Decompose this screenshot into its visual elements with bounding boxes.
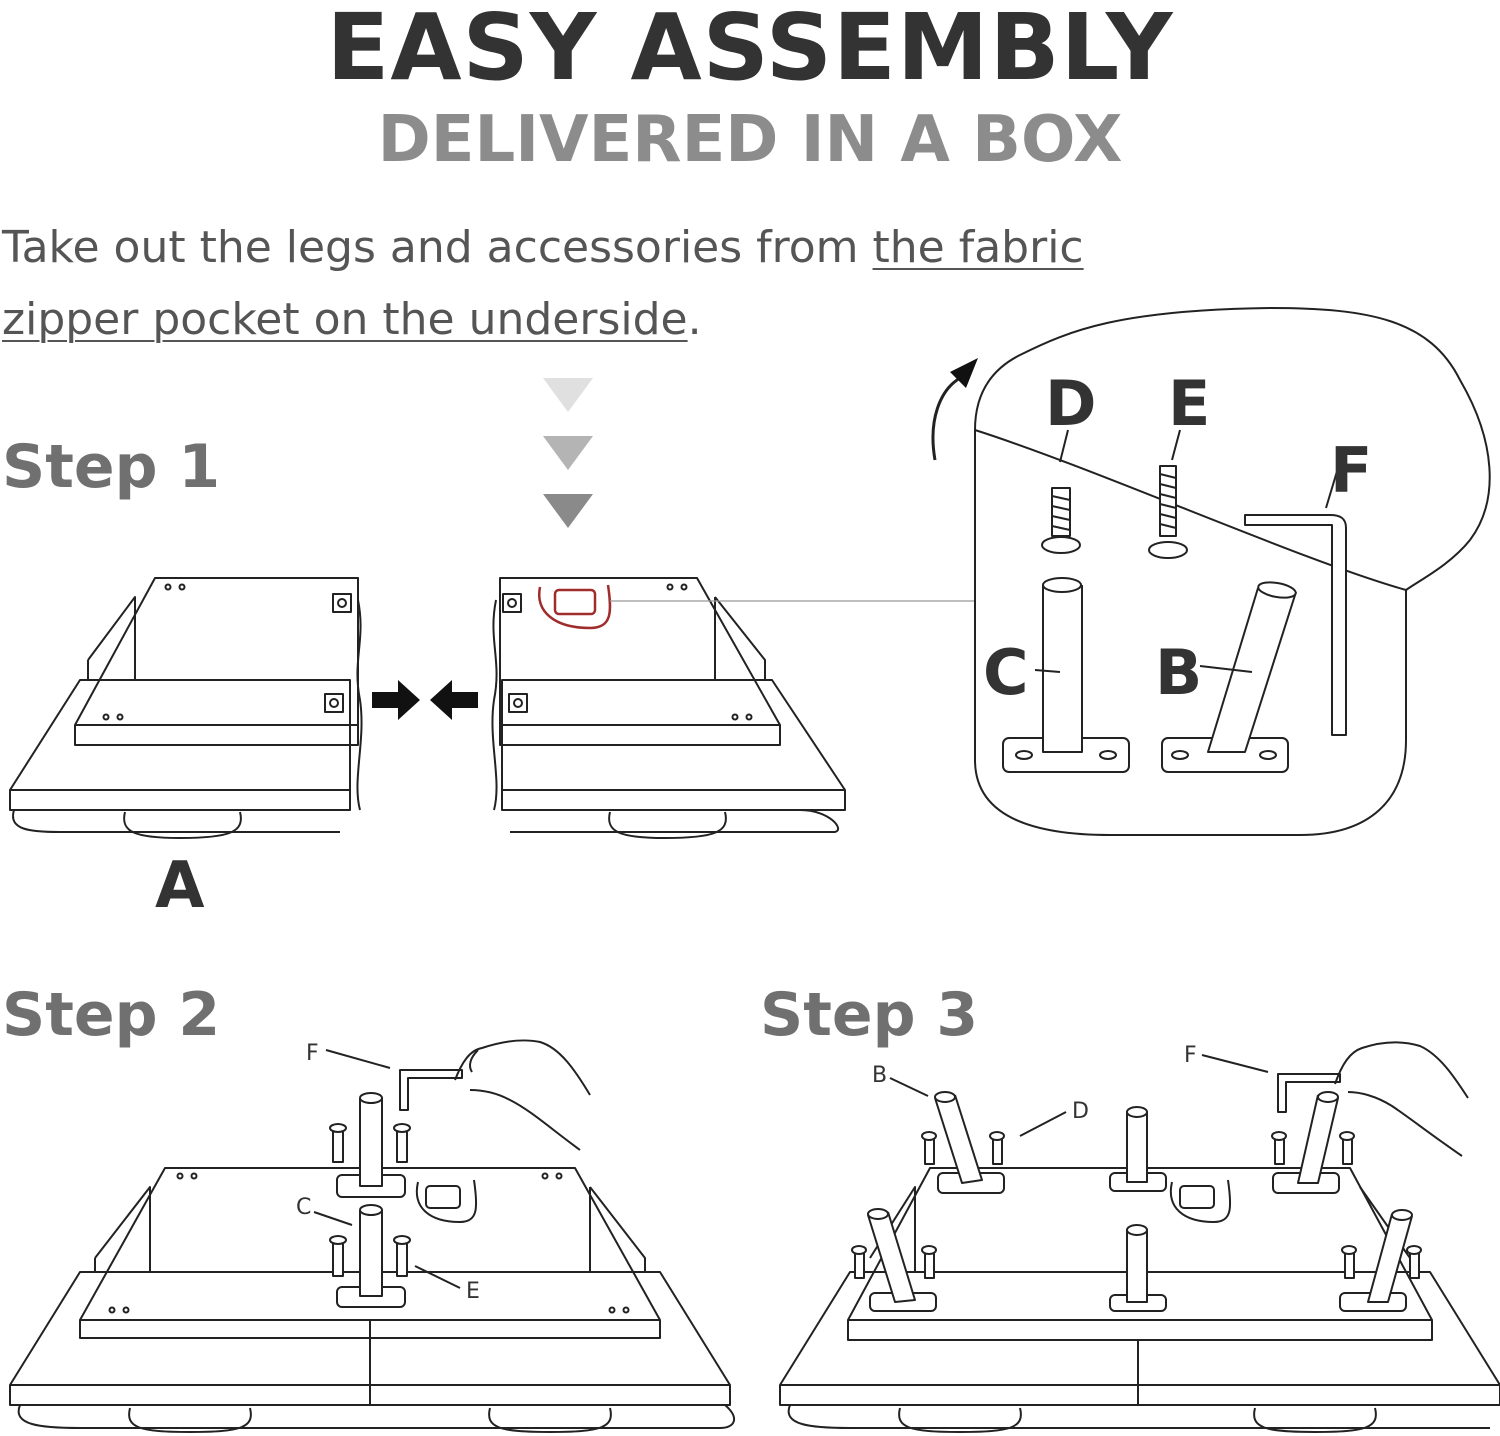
step3-d-label: D: [1072, 1099, 1089, 1124]
step3-f-label: F: [1184, 1043, 1197, 1068]
step2-f-label: F: [306, 1041, 319, 1066]
screw-e-icon: [1148, 429, 1188, 559]
leg-c-icon: [1002, 577, 1130, 773]
step-3-drawing: [779, 1041, 1500, 1433]
step2-e-label: E: [466, 1279, 480, 1304]
push-together-arrows-icon: [372, 680, 478, 720]
down-arrows-icon: [543, 378, 593, 528]
step3-b-label: B: [872, 1063, 887, 1088]
part-a-label: A: [155, 849, 205, 923]
part-c-label: C: [983, 636, 1029, 709]
pocket-callout: [931, 307, 1491, 836]
intro-text: Take out the legs and accessories from t…: [2, 212, 1202, 356]
screw-d-icon: [1041, 429, 1081, 554]
leg-b-icon: [1161, 581, 1297, 773]
step-2-label: Step 2: [2, 980, 221, 1050]
page-subtitle: DELIVERED IN A BOX: [377, 103, 1123, 177]
intro-plain: Take out the legs and accessories from: [2, 222, 873, 273]
allen-key-f-icon: [1244, 467, 1347, 736]
intro-underlined-2: zipper pocket on the underside: [2, 294, 688, 345]
step2-c-label: C: [296, 1195, 311, 1220]
intro-end: .: [687, 294, 702, 345]
part-e-label: E: [1168, 367, 1210, 440]
ottoman-right-drawing: [491, 577, 976, 839]
part-f-label: F: [1330, 434, 1372, 507]
page-title: EASY ASSEMBLY: [326, 0, 1174, 101]
part-d-label: D: [1045, 367, 1096, 440]
part-b-label: B: [1155, 636, 1202, 709]
step-3-label: Step 3: [760, 980, 979, 1050]
curved-arrow-icon: [950, 358, 978, 388]
ottoman-a-drawing: [9, 577, 363, 839]
zipper-pocket-icon: [537, 584, 612, 630]
step-1-label: Step 1: [2, 432, 221, 502]
step-2-drawing: [9, 1039, 735, 1433]
intro-underlined-1: the fabric: [872, 222, 1084, 273]
